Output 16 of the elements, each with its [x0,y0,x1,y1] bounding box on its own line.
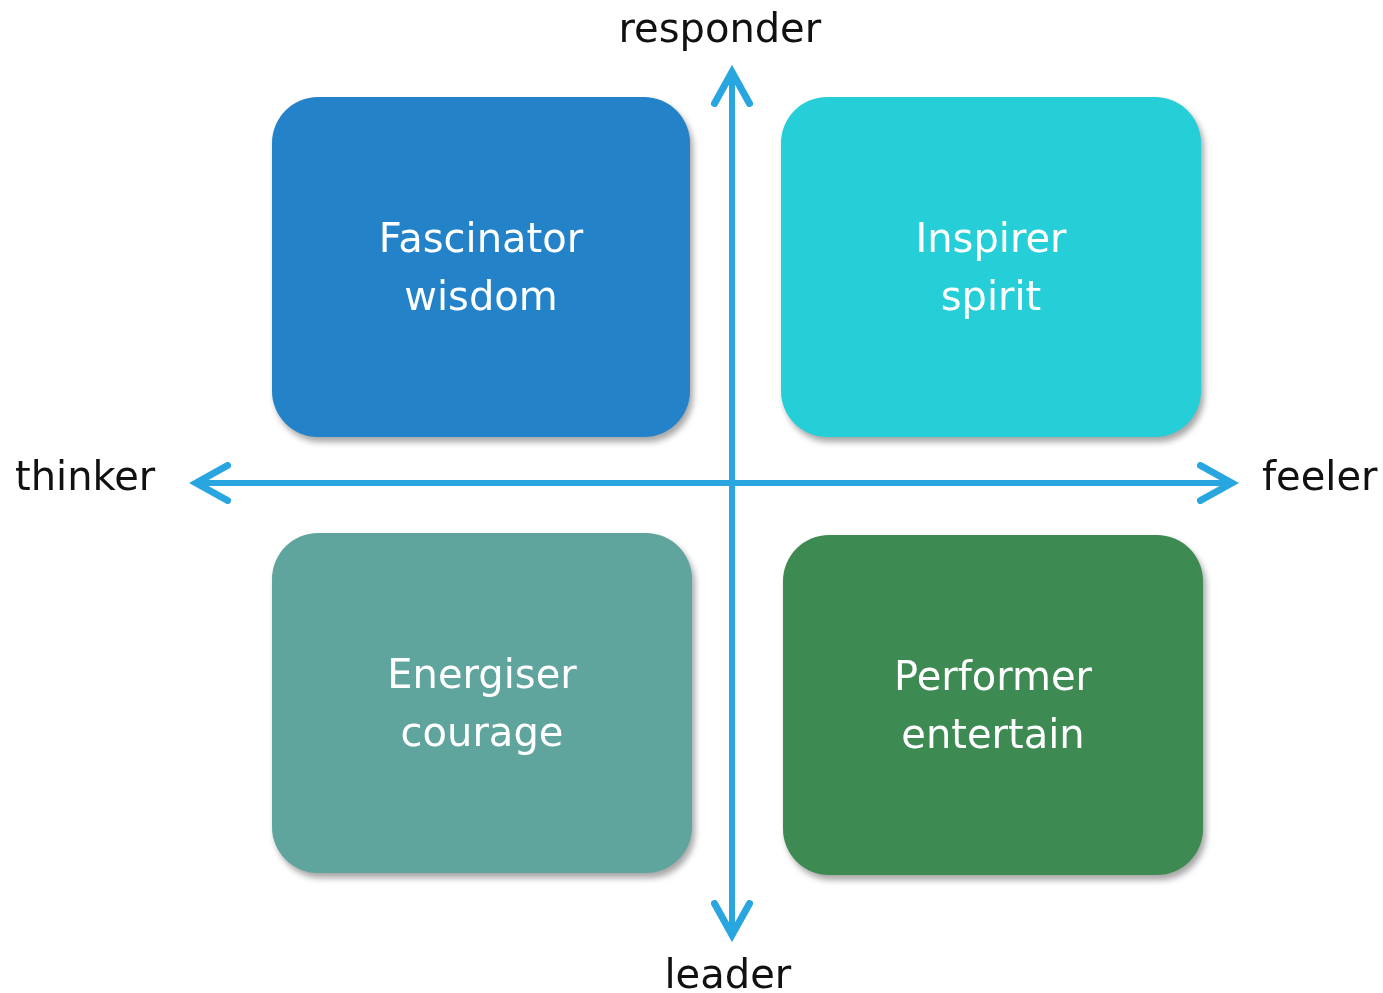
trait-word: courage [400,708,564,757]
axis-label: responder [618,4,822,52]
type-name: Inspirer [915,214,1067,263]
trait-word: entertain [901,710,1085,759]
axis-label: thinker [15,452,156,500]
axis-label: leader [664,950,792,993]
quadrant-card [783,535,1203,875]
quadrant-card [272,97,690,437]
type-name: Energiser [387,650,577,699]
trait-word: wisdom [404,272,558,321]
type-name: Fascinator [378,214,584,263]
trait-word: spirit [940,272,1042,321]
quadrant-card [781,97,1201,437]
type-name: Performer [893,652,1093,701]
axis-label: feeler [1262,452,1378,500]
quadrant-card [272,533,692,873]
